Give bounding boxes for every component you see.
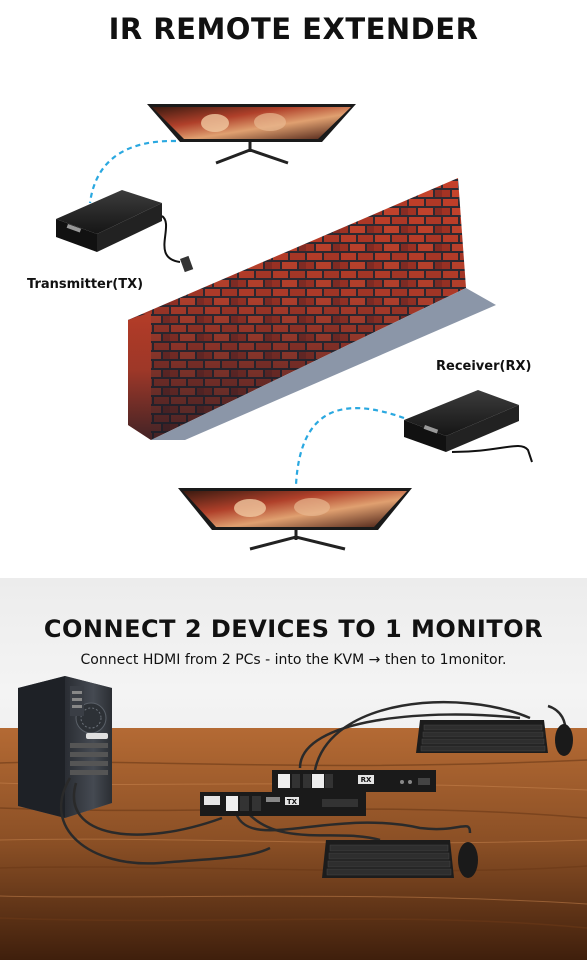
- monitor-bottom: [178, 488, 412, 551]
- transmitter-device: [56, 190, 194, 273]
- keyboard-back: [416, 720, 548, 753]
- tx-badge: TX: [287, 798, 298, 806]
- ir-signal-line-top: [88, 139, 177, 204]
- brick-wall: [128, 178, 496, 440]
- kvm-rx-unit: RX: [272, 770, 436, 792]
- receiver-label: Receiver(RX): [436, 359, 532, 374]
- monitor-top: [147, 104, 356, 165]
- kvm-section: RX TX: [0, 578, 587, 960]
- cables: [59, 700, 567, 865]
- ir-extender-section: IR REMOTE EXTENDER Transmitter(TX) Recei…: [27, 12, 533, 551]
- page-title: IR REMOTE EXTENDER: [108, 12, 479, 46]
- section-title: CONNECT 2 DEVICES TO 1 MONITOR: [43, 615, 544, 643]
- ir-extender-illustration: [56, 104, 533, 551]
- mouse-front: [458, 842, 478, 878]
- pc-tower: [18, 676, 112, 818]
- kvm-tx-unit: TX: [200, 792, 366, 816]
- ir-signal-line-bottom: [294, 407, 405, 486]
- mouse-back: [555, 724, 573, 756]
- transmitter-label: Transmitter(TX): [27, 277, 144, 292]
- receiver-device: [404, 390, 533, 463]
- keyboard-front: [322, 840, 454, 878]
- section-subtitle: Connect HDMI from 2 PCs - into the KVM →…: [80, 652, 507, 668]
- kvm-illustration: RX TX: [0, 676, 587, 960]
- rx-badge: RX: [361, 776, 372, 784]
